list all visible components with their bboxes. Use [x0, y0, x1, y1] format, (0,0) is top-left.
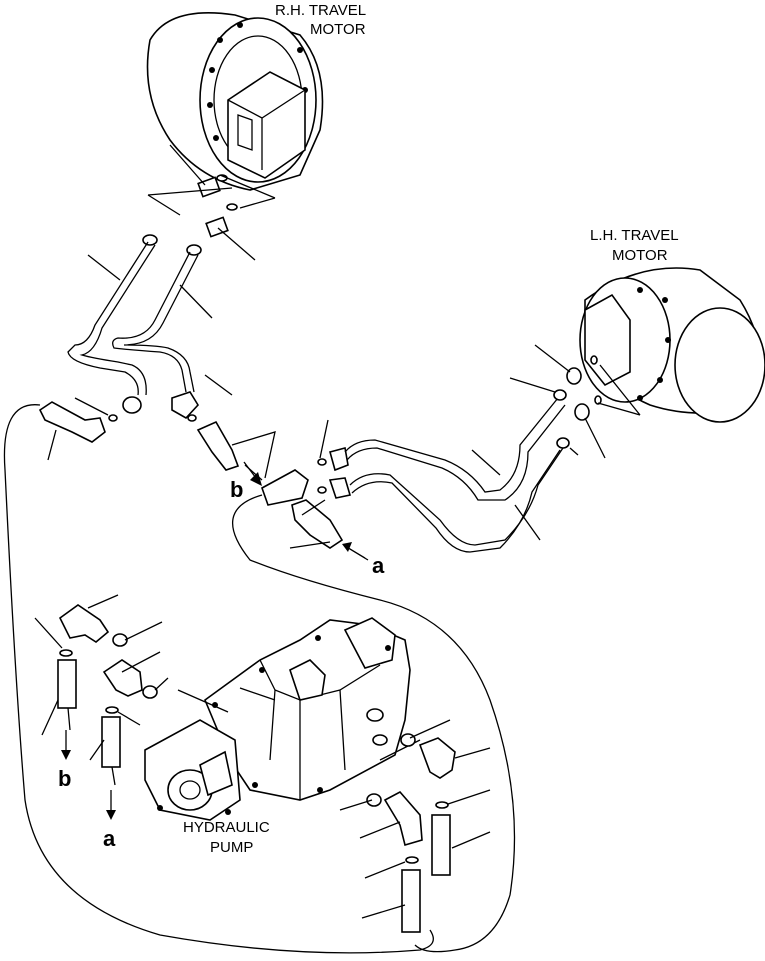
pump-right-leaders — [339, 719, 491, 919]
rh-lower-leaders — [47, 374, 276, 481]
arrow-b-lower — [61, 730, 71, 760]
rh-motor-fittings — [142, 174, 238, 256]
rh-lower-fittings — [38, 391, 240, 471]
pump-label-line2: PUMP — [210, 839, 253, 856]
rh-motor-leader-lines — [147, 144, 276, 261]
lh-motor-fittings — [553, 355, 602, 449]
arrow-b-upper — [243, 461, 262, 486]
rh-travel-motor — [146, 12, 324, 191]
lh-tube-leaders — [471, 449, 541, 541]
rh-motor-label-line1: R.H. TRAVEL — [275, 2, 366, 19]
arrow-a-upper — [342, 542, 366, 559]
pump-right-fittings — [366, 733, 456, 933]
connection-label-b-upper: b — [230, 477, 243, 502]
hose-loops — [3, 404, 516, 954]
pump-left-leaders — [34, 594, 169, 761]
hydraulic-pump — [144, 617, 421, 821]
pump-left-fittings — [57, 604, 158, 786]
connection-label-a-lower: a — [103, 826, 116, 851]
lh-motor-leaders — [509, 344, 641, 459]
rh-tubes — [67, 241, 199, 396]
rh-tube-leaders — [87, 254, 213, 319]
lh-motor-label-line1: L.H. TRAVEL — [590, 227, 679, 244]
center-leaders — [289, 419, 369, 561]
arrow-a-lower — [106, 790, 116, 820]
connection-label-a-upper: a — [372, 553, 385, 578]
connection-label-b-lower: b — [58, 766, 71, 791]
rh-motor-label-line2: MOTOR — [310, 21, 366, 38]
pump-label-line1: HYDRAULIC — [183, 819, 270, 836]
lh-travel-motor — [579, 267, 765, 423]
center-fittings — [261, 447, 352, 549]
lh-motor-label-line2: MOTOR — [612, 247, 668, 264]
